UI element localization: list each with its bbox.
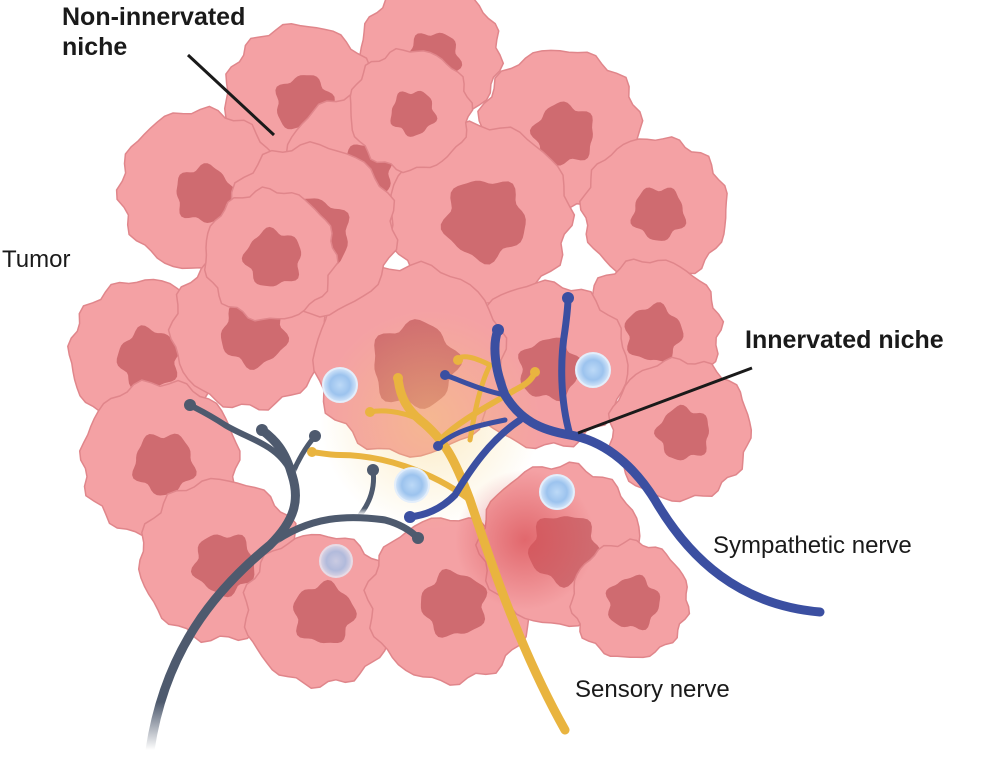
non-innervated-label-line2: niche — [62, 33, 128, 61]
innervated-label: Innervated niche — [745, 326, 944, 354]
tumor-label: Tumor — [2, 246, 71, 273]
immune-cell-icon — [575, 352, 611, 388]
cell-nucleus — [241, 226, 302, 287]
innervated-leader-line — [577, 366, 753, 435]
cell-nucleus — [624, 302, 684, 362]
sensory-nerve-tips — [307, 355, 540, 457]
immune-cell-icon — [322, 367, 358, 403]
cell-nucleus — [605, 574, 661, 631]
cell-nucleus — [529, 101, 593, 166]
sympathetic-nerve-tips — [404, 292, 574, 523]
cell-nucleus — [654, 404, 709, 461]
cell-nucleus — [220, 302, 290, 370]
cell-nucleus — [390, 90, 438, 137]
non-innervated-leader-line — [186, 53, 276, 137]
sympathetic-nerve — [406, 294, 825, 617]
cell-nucleus — [420, 568, 488, 638]
immune-cell-icon — [394, 467, 430, 503]
grey-nerve-tips — [184, 399, 424, 544]
cell-nucleus — [176, 163, 236, 223]
cell-nucleus — [190, 534, 255, 598]
cell-nucleus — [132, 433, 197, 496]
immune-cells — [319, 352, 611, 578]
cell-nucleus — [116, 325, 180, 390]
cell-nucleus — [440, 180, 526, 265]
cell-nucleus — [630, 187, 687, 241]
sympathetic-label: Sympathetic nerve — [713, 532, 912, 559]
immune-cell-icon — [539, 474, 575, 510]
cell-nucleus — [293, 579, 357, 644]
immune-cell-icon — [319, 544, 353, 578]
sensory-label: Sensory nerve — [575, 676, 730, 703]
sensory-nerve — [309, 354, 570, 735]
non-innervated-label-line1: Non-innervated — [62, 3, 246, 31]
